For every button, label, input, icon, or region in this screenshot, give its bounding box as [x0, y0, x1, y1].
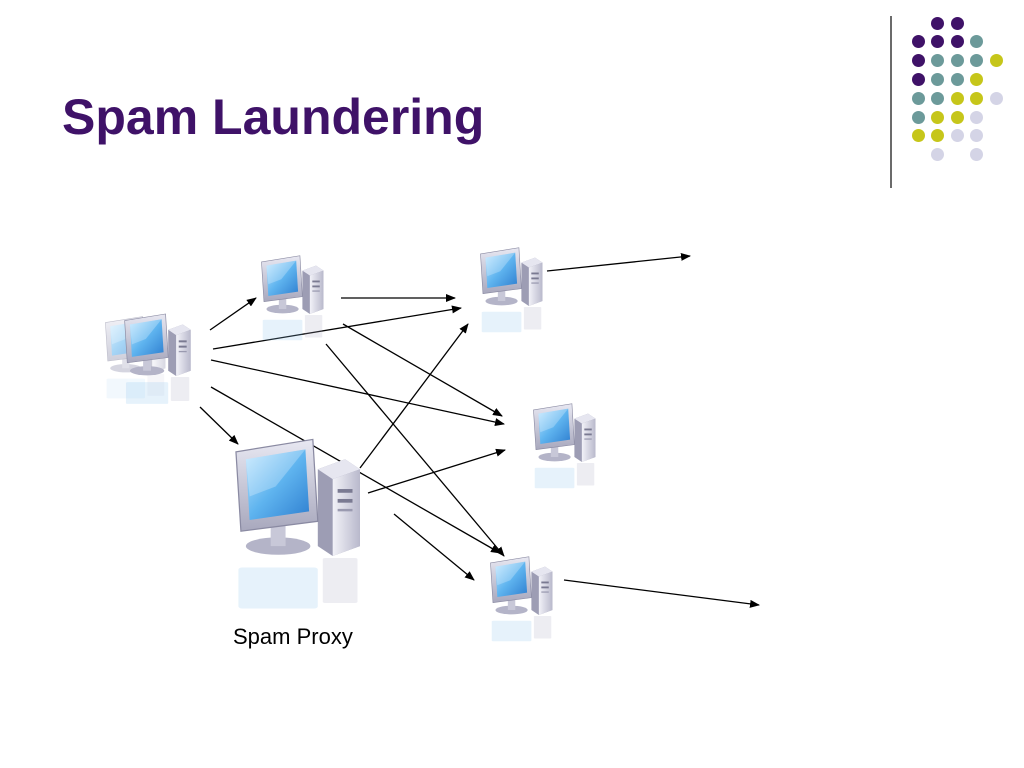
decorative-dot: [931, 16, 944, 30]
arrow-spam-proxy-to-proxy-middle: [367, 448, 506, 494]
arrow-spammer-to-relay-top: [209, 297, 257, 331]
decorative-dot: [931, 91, 944, 105]
decorative-dot: [970, 129, 983, 143]
spam-proxy-label: Spam Proxy: [233, 624, 353, 649]
decorative-dot: [970, 148, 983, 162]
arrow-spammer-to-proxy-top: [212, 305, 462, 350]
arrow-relay-top-to-proxy-bottom: [325, 343, 505, 557]
decorative-dot: [911, 35, 925, 49]
proxy-top-computer-icon: [480, 247, 543, 333]
arrow-proxy-bottom-to-outside: [563, 579, 760, 608]
spammer-computer-icon: [105, 313, 191, 405]
decorative-dot: [911, 54, 925, 68]
decorative-dot: [911, 129, 925, 143]
decorative-dot: [989, 91, 1003, 105]
arrow-spammer-to-proxy-middle: [210, 359, 505, 426]
decorative-dot: [989, 54, 1003, 68]
proxy-bottom-computer-icon: [490, 556, 553, 642]
arrow-relay-top-to-proxy-middle: [342, 323, 503, 417]
decorative-dot: [931, 35, 944, 49]
spam-proxy-computer-icon: [235, 438, 361, 610]
arrow-proxy-top-to-outside: [546, 252, 691, 272]
decorative-dot: [931, 110, 944, 124]
decorative-dot: [911, 110, 925, 124]
decorative-dot: [950, 129, 964, 143]
decorative-dot: [970, 72, 983, 86]
decorative-dot: [950, 72, 964, 86]
decorative-dot: [911, 91, 925, 105]
decorative-dot: [950, 110, 964, 124]
decorative-dot: [970, 110, 983, 124]
decorative-dot: [931, 54, 944, 68]
decorative-dot: [970, 91, 983, 105]
slide-title: Spam Laundering: [62, 89, 485, 145]
relay-top-computer-icon: [261, 255, 324, 341]
arrow-spammer-to-spam-proxy: [199, 406, 239, 445]
arrow-spam-proxy-to-proxy-top: [359, 323, 469, 469]
proxy-middle-computer-icon: [533, 403, 596, 489]
decorative-dot: [950, 54, 964, 68]
decorative-dot: [950, 91, 964, 105]
decorative-dot: [950, 16, 964, 30]
decorative-dot: [911, 72, 925, 86]
decorative-dot: [970, 35, 983, 49]
arrow-spam-proxy-to-proxy-bottom: [393, 513, 475, 581]
decorative-dot: [950, 35, 964, 49]
decorative-dot: [931, 148, 944, 162]
title-divider-line: [890, 16, 892, 188]
decorative-dot: [931, 129, 944, 143]
decorative-dot: [931, 72, 944, 86]
arrows-group: [199, 252, 760, 608]
decorative-dot: [970, 54, 983, 68]
